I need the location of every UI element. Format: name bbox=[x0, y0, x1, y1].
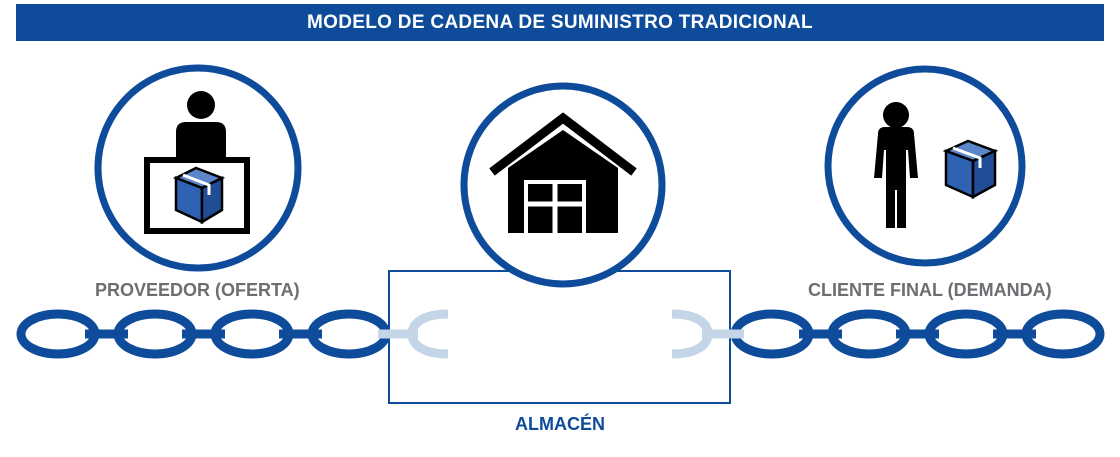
chain-link bbox=[924, 309, 1008, 359]
left-chain bbox=[16, 309, 391, 359]
customer-label: CLIENTE FINAL (DEMANDA) bbox=[808, 280, 1052, 300]
supplier-label: PROVEEDOR (OFERTA) bbox=[95, 280, 300, 300]
supplier-node bbox=[94, 64, 302, 272]
left-broken-link bbox=[378, 309, 449, 359]
chain-link bbox=[1021, 309, 1105, 359]
chain-link bbox=[210, 309, 294, 359]
customer-circle bbox=[824, 65, 1026, 267]
customer-node bbox=[824, 65, 1026, 267]
right-chain bbox=[730, 309, 1105, 359]
person-with-box-icon bbox=[874, 102, 999, 228]
page-title: MODELO DE CADENA DE SUMINISTRO TRADICION… bbox=[16, 4, 1104, 41]
right-broken-link bbox=[671, 309, 744, 359]
chain-link bbox=[16, 309, 100, 359]
person-with-box-counter-icon bbox=[144, 91, 250, 234]
warehouse-label: ALMACÉN bbox=[515, 414, 605, 434]
warehouse-frame bbox=[388, 270, 731, 404]
chain-link bbox=[730, 309, 814, 359]
warehouse-node bbox=[460, 82, 666, 288]
box-icon bbox=[172, 166, 226, 225]
chain-link bbox=[827, 309, 911, 359]
box-icon bbox=[942, 139, 999, 200]
warehouse-icon bbox=[489, 112, 637, 233]
chain-link bbox=[307, 309, 391, 359]
chain-link bbox=[113, 309, 197, 359]
